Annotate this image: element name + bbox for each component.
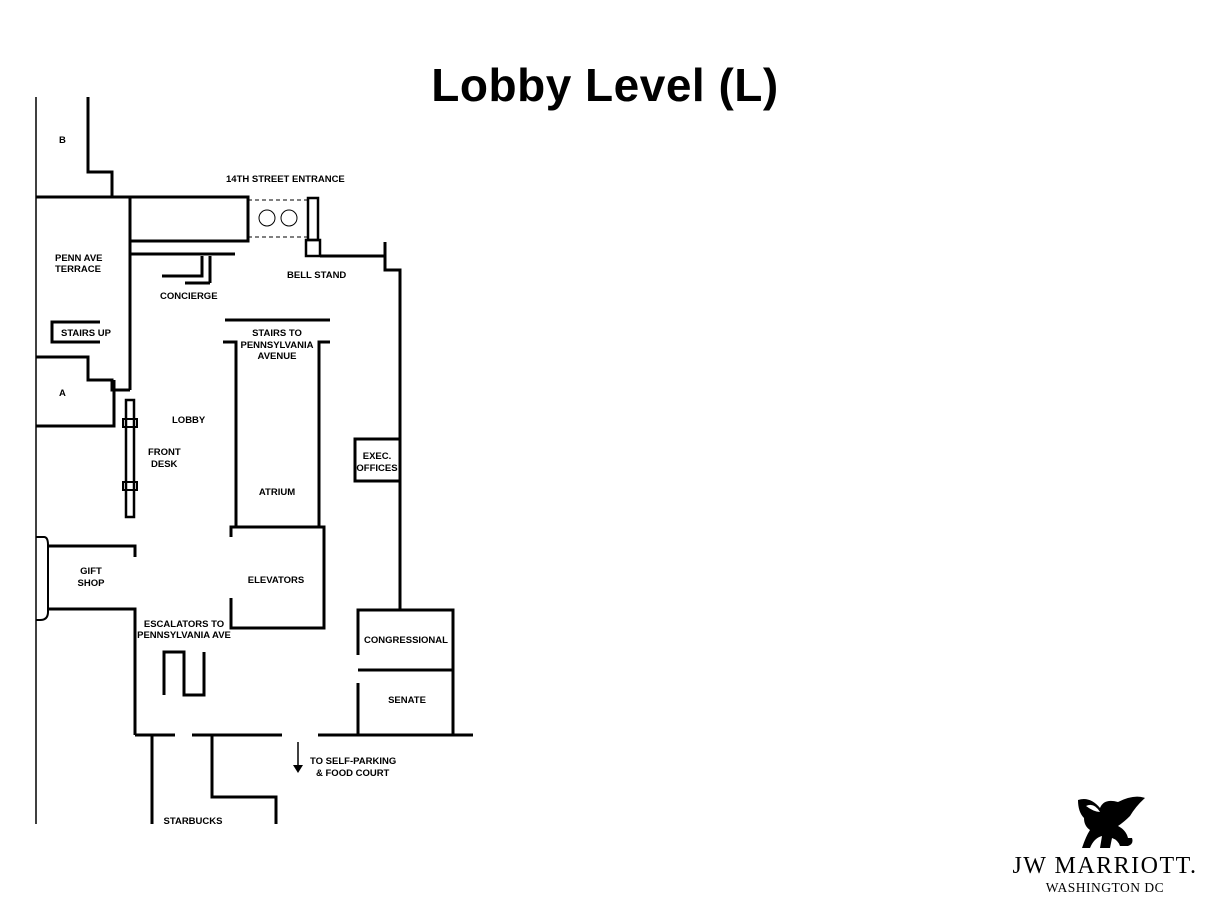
label-atrium: ATRIUM [259, 487, 295, 498]
label-exec-offices-2: OFFICES [356, 463, 397, 474]
label-lobby: LOBBY [172, 415, 206, 426]
label-penn-terrace: PENN AVE [55, 253, 103, 264]
logo-location: WASHINGTON DC [1045, 880, 1165, 895]
label-stairs-to-3: AVENUE [258, 351, 297, 362]
down-arrow-icon [293, 765, 303, 773]
logo-brand: JW MARRIOTT. [1012, 853, 1198, 879]
label-escalators: ESCALATORS TO [144, 619, 224, 630]
label-b: B [59, 135, 66, 146]
griffin-icon [1078, 796, 1145, 848]
label-exec-offices: EXEC. [363, 451, 392, 462]
label-congressional: CONGRESSIONAL [364, 635, 448, 646]
label-front-desk-2: DESK [151, 459, 178, 470]
label-a: A [59, 388, 66, 399]
label-front-desk: FRONT [148, 447, 181, 458]
label-bell-stand: BELL STAND [287, 270, 346, 281]
label-parking-2: & FOOD COURT [316, 768, 390, 779]
label-elevators: ELEVATORS [248, 575, 304, 586]
label-senate: SENATE [388, 695, 426, 706]
label-stairs-to-2: PENNSYLVANIA [240, 340, 313, 351]
label-concierge: CONCIERGE [160, 291, 218, 302]
label-stairs-to: STAIRS TO [252, 328, 302, 339]
label-parking: TO SELF-PARKING [310, 756, 396, 767]
room-labels: B 14TH STREET ENTRANCE PENN AVE TERRACE … [55, 135, 448, 827]
label-gift-shop: GIFT [80, 566, 102, 577]
label-penn-terrace-2: TERRACE [55, 264, 101, 275]
label-gift-shop-2: SHOP [78, 578, 106, 589]
label-stairs-up: STAIRS UP [61, 328, 112, 339]
label-escalators-2: PENNSYLVANIA AVE [137, 630, 231, 641]
page-title: Lobby Level (L) [431, 59, 779, 111]
walls [35, 97, 473, 824]
label-starbucks: STARBUCKS [164, 816, 223, 827]
label-entrance: 14TH STREET ENTRANCE [226, 174, 345, 185]
